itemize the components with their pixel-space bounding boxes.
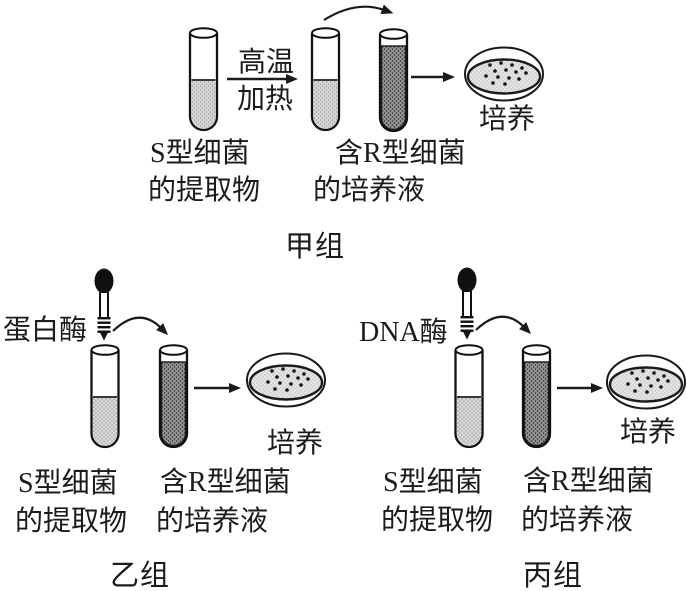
- treatment-label-line2: 加热: [237, 83, 293, 115]
- extract-label-line2: 的提取物: [148, 174, 260, 206]
- group-label: 甲组: [285, 230, 345, 263]
- r-culture-tube: [158, 344, 189, 449]
- extract-label-line1: S型细菌: [150, 137, 250, 169]
- heated-extract-tube: [310, 27, 341, 132]
- culture-label-line2: 的培养液: [156, 505, 268, 537]
- culture-label-line1: 含R型细菌: [523, 465, 654, 497]
- dish-label: 培养: [620, 416, 676, 448]
- add-enzyme-curved-arrow: [112, 316, 169, 336]
- r-culture-tube: [378, 28, 409, 133]
- enzyme-label: DNA酶: [359, 316, 448, 348]
- group-jia: 高温 加热 培养 S型细菌 的提取物 含R型细菌 的培养液 甲组: [148, 4, 545, 263]
- dropper-icon: [456, 266, 478, 341]
- dish-label: 培养: [267, 427, 323, 459]
- pour-curved-arrow: [323, 4, 394, 21]
- s-extract-tube: [90, 344, 120, 449]
- enzyme-label: 蛋白酶: [3, 314, 87, 346]
- extract-label-line1: S型细菌: [383, 466, 483, 498]
- culture-label-line2: 的培养液: [313, 174, 425, 206]
- petri-dish: [463, 46, 545, 102]
- extract-label-line2: 的提取物: [15, 505, 127, 537]
- extract-label-line1: S型细菌: [18, 467, 118, 499]
- petri-dish: [245, 352, 327, 408]
- group-label: 丙组: [523, 559, 583, 591]
- petri-dish: [605, 354, 687, 410]
- s-extract-tube: [188, 27, 219, 132]
- group-bing: DNA酶 培养 S型细菌 的提取物 含R型细菌 的培养液 丙组: [359, 266, 687, 591]
- culture-label-line2: 的培养液: [521, 504, 633, 536]
- add-enzyme-curved-arrow: [475, 315, 532, 335]
- treatment-label-line1: 高温: [238, 46, 294, 78]
- r-culture-tube: [521, 344, 552, 449]
- group-label: 乙组: [110, 559, 170, 591]
- dropper-icon: [93, 267, 115, 342]
- s-extract-tube: [454, 344, 484, 449]
- extract-label-line2: 的提取物: [381, 504, 493, 536]
- group-yi: 蛋白酶 培养 S型细菌 的提取物 含R型细菌 的培养液 乙组: [3, 267, 327, 591]
- culture-label-line1: 含R型细菌: [160, 466, 291, 498]
- culture-label-line1: 含R型细菌: [335, 137, 466, 169]
- dish-label: 培养: [479, 103, 535, 135]
